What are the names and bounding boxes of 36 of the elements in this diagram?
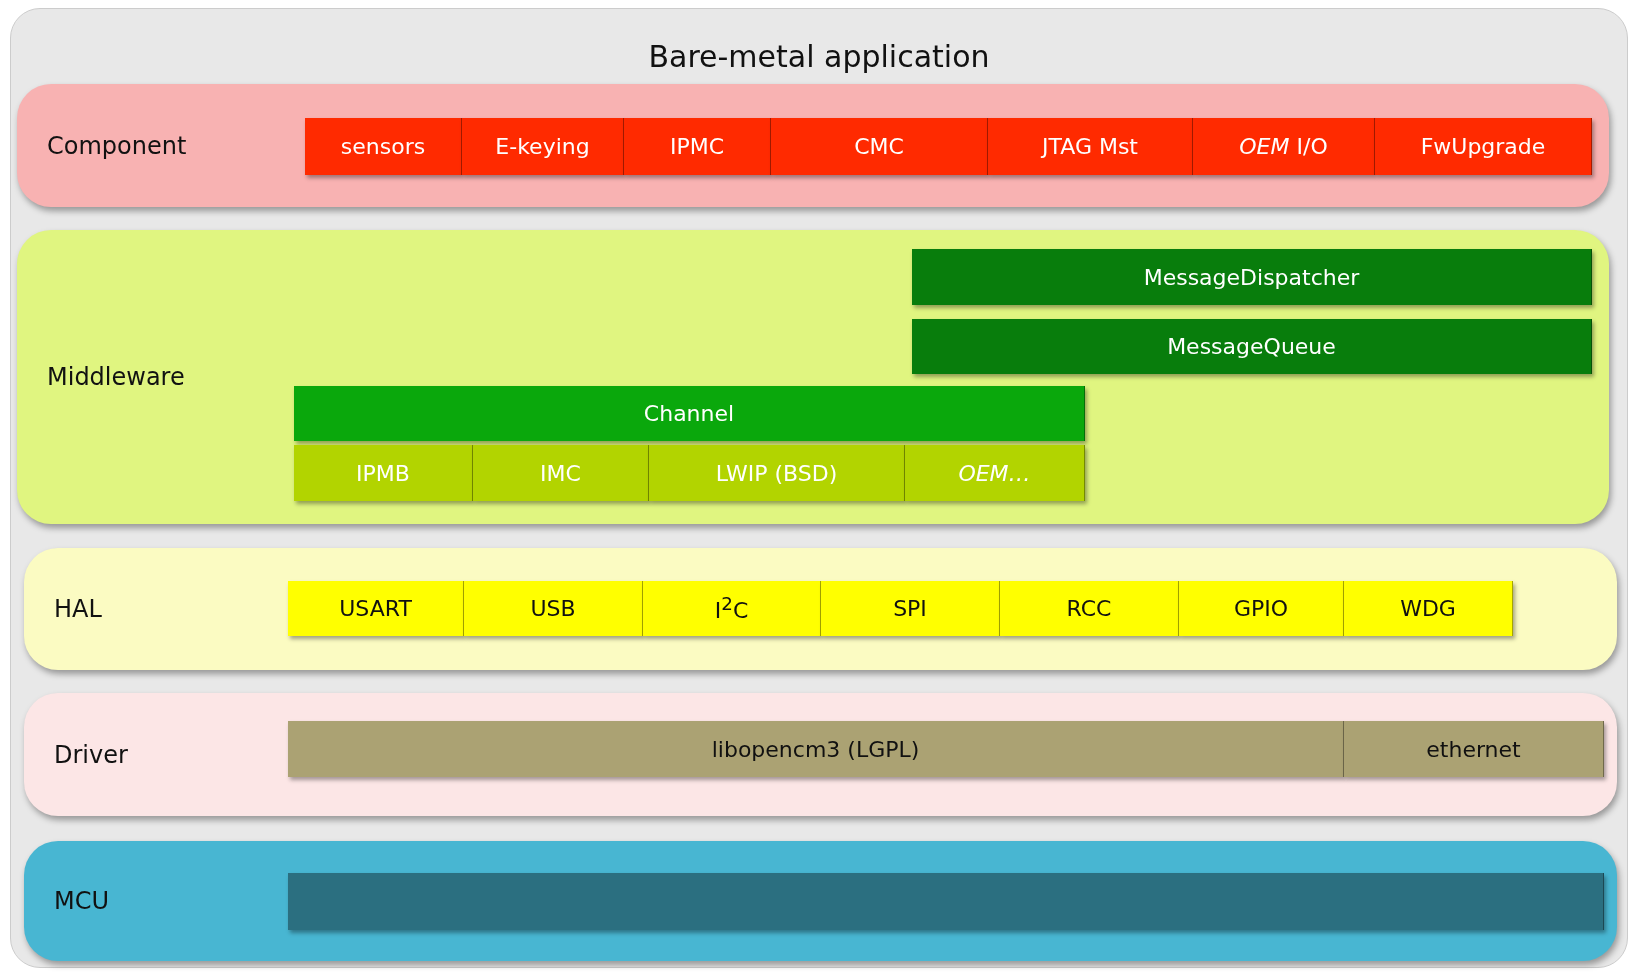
layer-label: Middleware: [47, 363, 185, 391]
module-block: CMC: [771, 118, 988, 175]
module-block: IPMB: [294, 445, 473, 501]
layer-label: Driver: [54, 740, 128, 769]
layer-band: [24, 548, 1617, 670]
module-block: OEM…: [905, 445, 1085, 501]
module-block: IPMC: [624, 118, 771, 175]
module-block: WDG: [1344, 581, 1513, 636]
layer-label: Component: [47, 131, 187, 160]
module-block: Channel: [294, 386, 1085, 441]
panel-title: Bare-metal application: [648, 39, 990, 74]
layer-band: [24, 693, 1617, 816]
layer-band: [17, 230, 1609, 524]
module-block: SPI: [821, 581, 1000, 636]
module-block: sensors: [305, 118, 462, 175]
application-panel: [10, 8, 1628, 968]
module-block: ethernet: [1344, 721, 1604, 777]
module-block: LWIP (BSD): [649, 445, 905, 501]
module-block: OEM I/O: [1193, 118, 1375, 175]
layer-band: [24, 841, 1617, 961]
module-block: MessageDispatcher: [912, 249, 1592, 305]
layer-band: [17, 84, 1609, 207]
mcu-bar: [288, 873, 1604, 930]
module-block: IMC: [473, 445, 649, 501]
module-block: E-keying: [462, 118, 624, 175]
module-block: RCC: [1000, 581, 1179, 636]
layer-label: HAL: [54, 595, 102, 623]
module-block: FwUpgrade: [1375, 118, 1592, 175]
module-block: libopencm3 (LGPL): [288, 721, 1344, 777]
module-block: JTAG Mst: [988, 118, 1193, 175]
module-block: GPIO: [1179, 581, 1344, 636]
layer-label: MCU: [54, 887, 110, 915]
module-block: USART: [288, 581, 464, 636]
module-block: USB: [464, 581, 643, 636]
module-block: MessageQueue: [912, 319, 1592, 374]
module-block: I$^{2}$C: [643, 581, 821, 636]
